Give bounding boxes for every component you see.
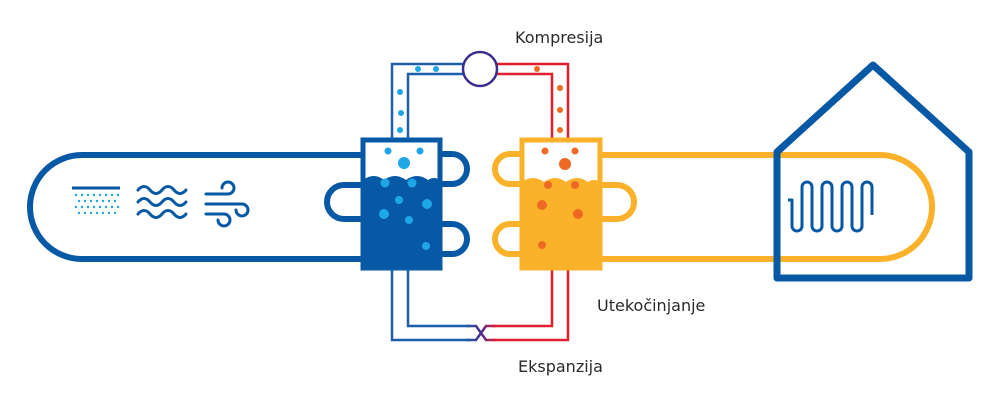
hot-vapor-pipe	[497, 62, 570, 140]
heating-loop-pipe	[600, 152, 935, 262]
condenser	[519, 137, 603, 271]
cold-vapor-pipe	[390, 62, 463, 140]
evaporator	[360, 137, 443, 271]
cold-vapor-bubbles	[397, 66, 439, 133]
source-loop-pipe	[27, 152, 365, 262]
house-icon	[773, 61, 973, 282]
ground-source-icon	[72, 186, 120, 215]
condenser-coil-left	[492, 151, 522, 257]
compressor-icon	[461, 50, 499, 88]
hot-liquid-pipe	[492, 268, 570, 342]
water-source-icon	[136, 185, 188, 219]
evaporator-coil-right	[440, 151, 470, 257]
floor-heating-icon	[788, 180, 874, 233]
compression-label: Kompresija	[515, 28, 604, 47]
condenser-coil-right	[600, 182, 637, 222]
expansion-label: Ekspanzija	[518, 357, 603, 376]
hot-vapor-bubbles	[534, 66, 563, 133]
evaporator-coil-left	[324, 182, 363, 222]
condensation-label: Utekočinjanje	[597, 296, 706, 315]
cold-liquid-pipe	[390, 268, 470, 342]
expansion-valve-icon	[466, 324, 496, 342]
air-source-icon	[204, 180, 250, 228]
